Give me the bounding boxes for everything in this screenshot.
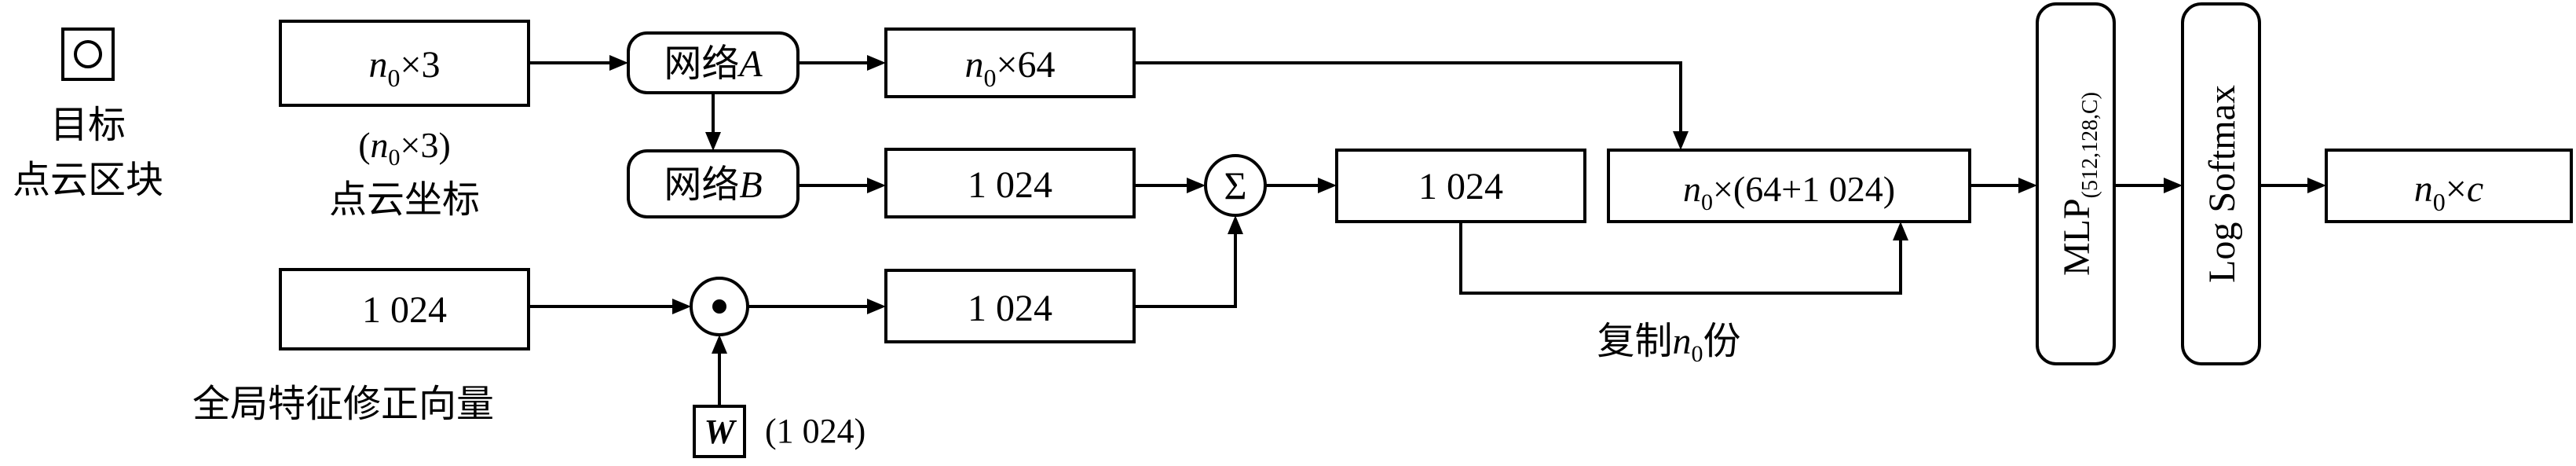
feature1024-box: 1 024 <box>884 148 1136 218</box>
output-label: n0×c <box>2414 168 2483 216</box>
concat-box: n0×(64+1 024) <box>1607 149 1971 223</box>
sum-output-label: 1 024 <box>1418 166 1503 207</box>
product-output-box: 1 024 <box>884 269 1136 343</box>
arrowhead <box>867 299 886 314</box>
arrowhead <box>1318 178 1337 193</box>
arrowhead <box>672 299 691 314</box>
arrowhead <box>609 55 628 71</box>
global-vector-caption: 全局特征修正向量 <box>192 382 494 426</box>
network-a-label: 网络A <box>664 42 763 86</box>
sum-output-box: 1 024 <box>1335 149 1586 223</box>
arrowhead <box>712 335 727 354</box>
arrowhead <box>1893 222 1908 240</box>
logsoftmax-label: Log Softmax <box>2201 85 2243 283</box>
global-vector-box: 1 024 <box>279 268 530 350</box>
weight-box: W <box>693 405 746 458</box>
target-point-icon-circle <box>74 40 102 68</box>
sigma-icon: Σ <box>1224 163 1246 207</box>
weight-symbol: W <box>704 413 737 451</box>
input-caption: 点云坐标 <box>329 178 480 222</box>
sum-node: Σ <box>1204 154 1267 217</box>
arrowhead <box>1673 131 1689 150</box>
mlp-box: MLP(512,128,C) <box>2036 2 2116 365</box>
arrowhead <box>867 178 886 193</box>
network-b-box: 网络B <box>627 149 800 218</box>
output-box: n0×c <box>2325 149 2573 223</box>
input-box-label: n0×3 <box>368 44 440 92</box>
arrow-product-output-to-sum <box>1134 233 1237 308</box>
concat-label: n0×(64+1 024) <box>1683 169 1895 215</box>
mlp-label: MLP(512,128,C) <box>2056 92 2102 276</box>
arrowhead <box>2018 178 2037 193</box>
arrow-copy-to-concat <box>1459 222 1902 295</box>
connectors <box>529 55 2326 406</box>
product-output-label: 1 024 <box>968 288 1052 329</box>
network-b-label: 网络B <box>664 163 762 207</box>
input-box: n0×3 <box>279 20 530 107</box>
target-point-icon <box>61 28 115 81</box>
logsoftmax-box: Log Softmax <box>2181 2 2261 365</box>
input-dims-caption: (n0×3) <box>358 125 451 171</box>
feature64-label: n0×64 <box>964 44 1055 92</box>
arrowhead <box>867 55 886 71</box>
arrowhead <box>2164 178 2183 193</box>
dot-icon <box>712 299 726 314</box>
legend-label-line2: 点云区块 <box>13 158 163 202</box>
weight-dims: (1 024) <box>765 412 865 450</box>
feature64-box: n0×64 <box>884 28 1136 98</box>
arrow-feature64-to-concat <box>1134 61 1682 133</box>
feature1024-label: 1 024 <box>968 164 1052 206</box>
network-a-box: 网络A <box>627 31 800 94</box>
legend-label-line1: 目标 <box>50 103 126 147</box>
arrowhead <box>1187 178 1206 193</box>
arrowhead <box>2307 178 2326 193</box>
elementwise-product-node <box>690 277 749 336</box>
arrowhead <box>1228 215 1243 234</box>
legend: 目标 点云区块 <box>13 28 163 202</box>
arrowhead <box>705 132 721 151</box>
global-vector-label: 1 024 <box>362 289 447 331</box>
copy-label: 复制n0份 <box>1597 319 1740 367</box>
